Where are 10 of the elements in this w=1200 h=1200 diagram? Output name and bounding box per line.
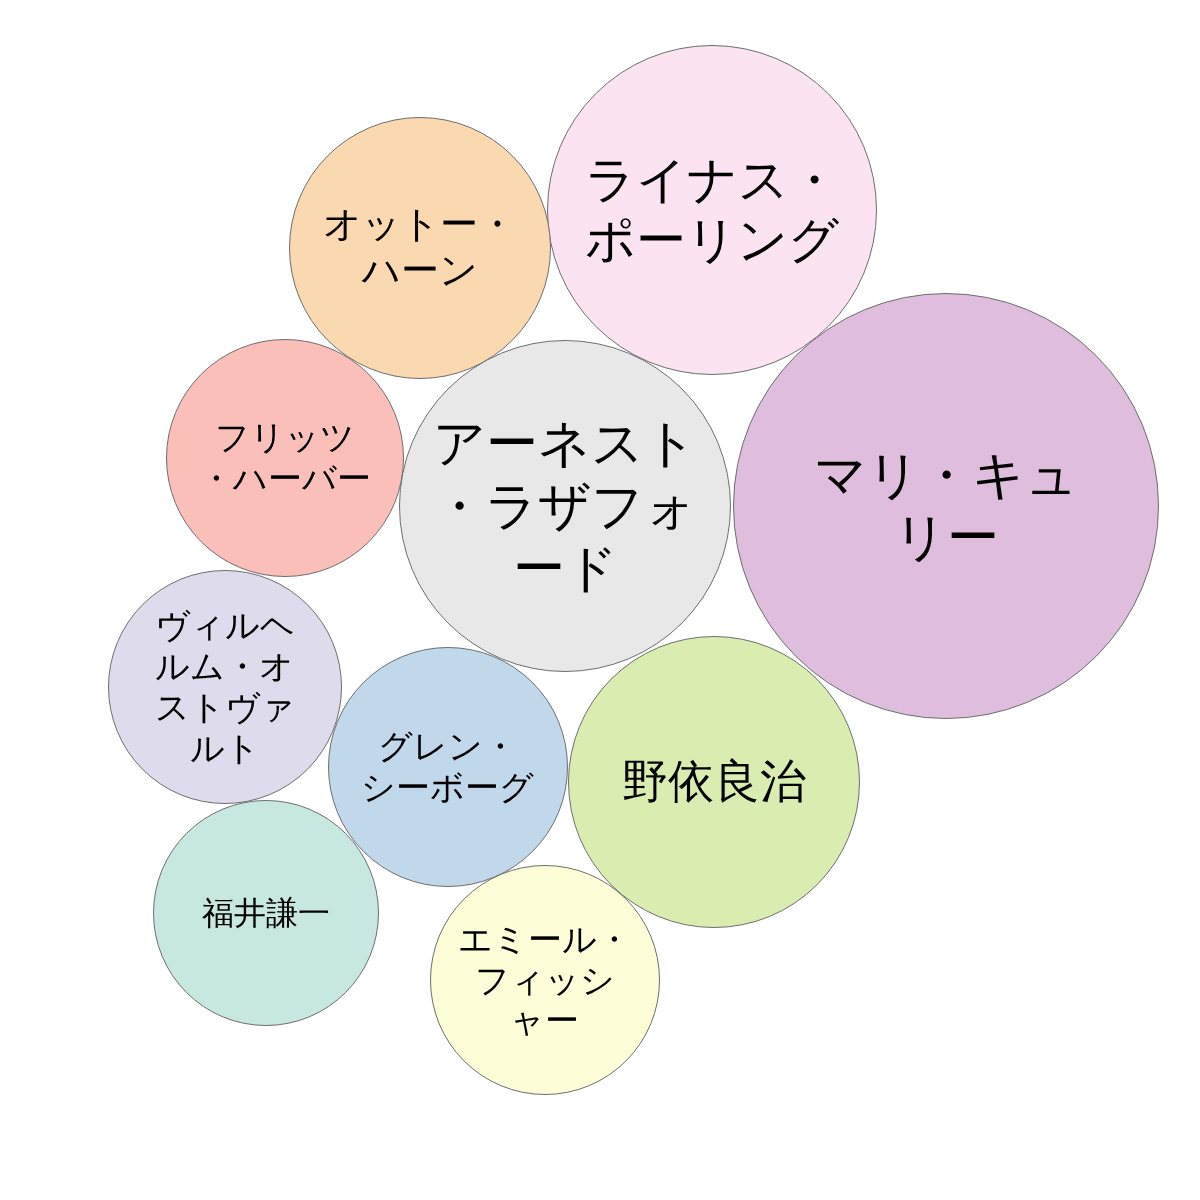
name-label: マリ・キュリー: [813, 443, 1079, 569]
name-label: ヴィルヘルム・オストヴァルト: [154, 605, 296, 769]
name-label: オットー・ハーン: [323, 202, 517, 294]
name-label: グレン・シーボーグ: [361, 726, 535, 808]
name-label: フリッツ・ハーバー: [198, 417, 372, 499]
name-label: アーネスト・ラザフォード: [432, 412, 698, 600]
name-label: 野依良治: [622, 754, 806, 810]
name-label: エミール・フィッシャー: [458, 918, 632, 1042]
name-label: 福井謙一: [202, 893, 330, 933]
name-label: ライナス・ポーリング: [584, 150, 840, 270]
